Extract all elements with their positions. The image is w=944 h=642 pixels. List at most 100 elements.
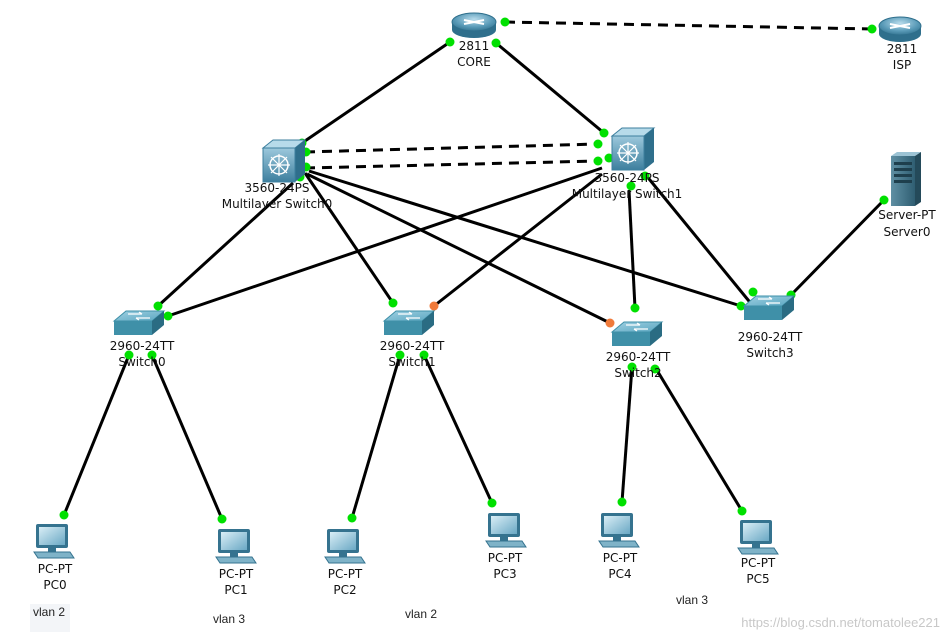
device-model: 2960-24TT: [738, 330, 803, 344]
device-model: PC-PT: [603, 551, 638, 565]
switch-0[interactable]: 2960-24TT Switch0: [110, 310, 175, 369]
multilayer-switch-icon: [610, 127, 656, 171]
pc-icon: [485, 513, 527, 548]
device-name: Switch1: [388, 355, 435, 369]
router-isp[interactable]: 2811 ISP: [878, 16, 922, 72]
watermark: https://blog.csdn.net/tomatolee221: [741, 615, 940, 630]
link-sw0-pc1[interactable]: [150, 354, 224, 520]
pc-5[interactable]: PC-PT PC5: [737, 520, 779, 586]
device-name: PC1: [224, 583, 247, 597]
device-name: Multilayer Switch0: [222, 197, 333, 211]
router-icon: [451, 12, 497, 38]
status-light: [429, 301, 439, 311]
vlan-note-background: [30, 604, 70, 632]
status-light: [617, 497, 627, 507]
pc-icon: [737, 520, 779, 555]
status-light: [445, 37, 455, 47]
link-msw0-msw1-a[interactable]: [304, 142, 599, 154]
device-name: PC3: [493, 567, 516, 581]
link-msw0-sw1[interactable]: [303, 172, 395, 304]
link-sw1-pc2[interactable]: [350, 354, 402, 519]
vlan-label: vlan 2: [405, 607, 437, 621]
link-msw0-sw0[interactable]: [156, 181, 295, 308]
link-msw0-sw2[interactable]: [306, 172, 611, 325]
pc-3[interactable]: PC-PT PC3: [485, 513, 527, 581]
device-model: 2960-24TT: [606, 350, 671, 364]
link-msw1-sw3[interactable]: [643, 173, 755, 307]
switch-icon: [382, 310, 436, 335]
switch-icon: [610, 321, 664, 346]
link-sw1-pc3[interactable]: [422, 354, 494, 504]
device-name: PC4: [608, 567, 631, 581]
link-core-isp[interactable]: [504, 20, 873, 31]
device-model: PC-PT: [328, 567, 363, 581]
link-core-msw0[interactable]: [301, 40, 451, 145]
device-model: PC-PT: [741, 556, 776, 570]
multilayer-switch-icon: [261, 139, 307, 183]
status-light: [599, 128, 609, 138]
device-name: Switch0: [118, 355, 165, 369]
status-light: [604, 153, 614, 163]
status-light: [737, 506, 747, 516]
status-light: [626, 181, 636, 191]
device-model: 2811: [459, 39, 490, 53]
link-msw1-sw2[interactable]: [627, 189, 637, 309]
switch-2[interactable]: 2960-24TT Switch2: [606, 321, 671, 380]
device-name: PC0: [43, 578, 66, 592]
device-name: PC5: [746, 572, 769, 586]
device-model: 3560-24PS: [245, 181, 310, 195]
device-model: PC-PT: [219, 567, 254, 581]
link-sw0-pc0[interactable]: [62, 354, 131, 516]
router-core[interactable]: 2811 CORE: [451, 12, 497, 69]
status-light: [879, 195, 889, 205]
switch-1[interactable]: 2960-24TT Switch1: [380, 310, 445, 369]
device-name: Multilayer Switch1: [572, 187, 683, 201]
links: [62, 20, 886, 520]
status-light: [419, 350, 429, 360]
status-light: [627, 362, 637, 372]
device-name: CORE: [457, 55, 491, 69]
server-0[interactable]: Server-PT Server0: [878, 152, 936, 239]
link-msw1-sw0[interactable]: [167, 166, 603, 318]
pc-icon: [215, 529, 257, 564]
pc-icon: [324, 529, 366, 564]
status-light: [395, 350, 405, 360]
device-model: 2960-24TT: [110, 339, 175, 353]
status-light: [650, 364, 660, 374]
device-name: PC2: [333, 583, 356, 597]
status-light: [748, 287, 758, 297]
pc-4[interactable]: PC-PT PC4: [598, 513, 640, 581]
multilayer-switch-0[interactable]: 3560-24PS Multilayer Switch0: [222, 139, 333, 211]
pc-2[interactable]: PC-PT PC2: [324, 529, 366, 597]
device-model: 3560-24PS: [595, 171, 660, 185]
device-model: 2811: [887, 42, 918, 56]
vlan-label: vlan 3: [676, 593, 708, 607]
vlan-label: vlan 3: [213, 612, 245, 626]
status-light: [217, 514, 227, 524]
switch-3[interactable]: 2960-24TT Switch3: [738, 295, 803, 360]
link-msw0-sw3[interactable]: [308, 169, 742, 308]
device-name: Switch3: [746, 346, 793, 360]
server-icon: [891, 152, 921, 206]
status-light: [630, 303, 640, 313]
link-msw0-msw1-b[interactable]: [304, 159, 599, 170]
router-icon: [878, 16, 922, 42]
multilayer-switch-1[interactable]: 3560-24PS Multilayer Switch1: [572, 127, 683, 201]
pc-0[interactable]: PC-PT PC0: [33, 524, 75, 592]
link-sw2-pc5[interactable]: [653, 366, 744, 512]
link-sw2-pc4[interactable]: [620, 366, 634, 503]
device-model: 2960-24TT: [380, 339, 445, 353]
link-core-msw1[interactable]: [495, 41, 605, 135]
status-light: [153, 301, 163, 311]
status-light: [491, 38, 501, 48]
pc-icon: [33, 524, 75, 559]
link-status-lights: [59, 17, 889, 524]
device-model: Server-PT: [878, 208, 936, 222]
link-msw1-sw1[interactable]: [433, 172, 603, 308]
pc-1[interactable]: PC-PT PC1: [215, 529, 257, 597]
status-light: [593, 156, 603, 166]
vlan-label: vlan 2: [33, 605, 65, 619]
device-name: Switch2: [614, 366, 661, 380]
link-sw3-server0[interactable]: [789, 198, 886, 297]
